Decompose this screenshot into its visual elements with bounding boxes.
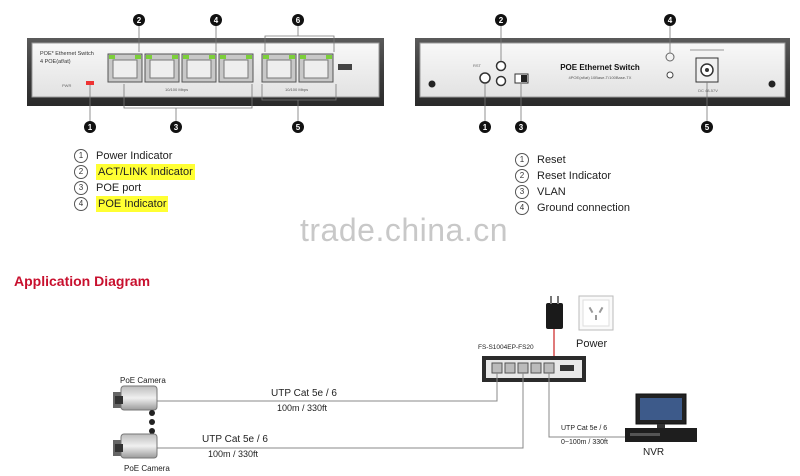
legend-number: 3 — [515, 185, 529, 199]
legend-text: Reset Indicator — [537, 170, 611, 182]
front-callout-5: 5 — [296, 123, 301, 132]
wall-socket — [578, 295, 614, 331]
back-callout-5: 5 — [705, 123, 710, 132]
poe-port-2 — [144, 53, 180, 83]
front-callout-2: 2 — [137, 16, 142, 25]
uplink-port-1 — [261, 53, 297, 83]
back-legend-item: 2 Reset Indicator — [515, 168, 630, 184]
pwr-label: PWR — [62, 83, 71, 88]
nvr-label: NVR — [643, 447, 664, 458]
poe-camera-2 — [113, 433, 158, 459]
camera-label-1: PoE Camera — [120, 376, 166, 385]
legend-number: 4 — [74, 197, 88, 211]
poe-ports: 10/100 Mbps — [107, 53, 254, 92]
back-callout-4: 4 — [668, 16, 673, 25]
uplink-speed-label: 10/100 Mbps — [285, 87, 308, 92]
back-legend-item: 3 VLAN — [515, 184, 630, 200]
back-callouts: 1 2 3 4 5 — [479, 14, 713, 133]
legend-text: Power Indicator — [96, 150, 173, 162]
application-diagram: Power FS-S1004EP-FS20 PoE Camera — [113, 295, 697, 473]
back-legend: 1 Reset 2 Reset Indicator 3 VLAN 4 Ground co… — [515, 152, 630, 216]
poe-port-3 — [181, 53, 217, 83]
ground-screw — [666, 71, 674, 79]
legend-text: Reset — [537, 154, 566, 166]
front-legend-item: 1 Power Indicator — [74, 148, 195, 164]
reset-button — [479, 72, 491, 84]
watermark: trade.china.cn — [300, 212, 509, 248]
power-input-label: DC 48-57V — [698, 88, 718, 93]
front-callout-1: 1 — [88, 123, 93, 132]
more-dot-3 — [149, 428, 155, 434]
switch-device: FS-S1004EP-FS20 — [478, 344, 586, 382]
back-panel-face — [419, 42, 786, 98]
application-diagram-title: Application Diagram — [14, 273, 151, 289]
poe-port-4 — [218, 53, 254, 83]
legend-text: ACT/LINK Indicator — [96, 164, 195, 180]
legend-text: POE Indicator — [96, 196, 169, 212]
cable-2-length: 100m / 330ft — [208, 449, 259, 459]
power-label: Power — [576, 338, 608, 350]
cables — [155, 373, 630, 449]
camera-label-2: PoE Camera — [124, 464, 170, 473]
power-led — [86, 81, 94, 85]
reset-small-label: RST — [473, 63, 482, 68]
front-callout-4: 4 — [214, 16, 219, 25]
poe-port-1 — [107, 53, 143, 83]
more-dot-1 — [149, 410, 155, 416]
back-panel: RST POE Ethernet Switch 4POE(af/at) 10Ba… — [415, 14, 790, 133]
legend-number: 1 — [515, 153, 529, 167]
uplink-port-2 — [298, 53, 334, 83]
front-callout-6: 6 — [296, 16, 301, 25]
front-panel: POE* Ethernet Switch 4 POE(af/at) PWR — [27, 14, 384, 133]
front-legend-item: 4 POE Indicator — [74, 196, 195, 212]
switch-model-label: FS-S1004EP-FS20 — [478, 344, 534, 351]
back-screw-right — [768, 80, 776, 88]
power-adapter — [546, 296, 563, 356]
front-callout-lines — [89, 26, 337, 122]
back-subtitle: 4POE(af/at) 10Base-T/100Base-TX — [569, 75, 632, 80]
back-title: POE Ethernet Switch — [560, 63, 640, 72]
front-brand-line2: 4 POE(af/at) — [40, 59, 71, 65]
back-callout-2: 2 — [499, 16, 504, 25]
front-legend-item: 2 ACT/LINK Indicator — [74, 164, 195, 180]
legend-number: 3 — [74, 181, 88, 195]
more-dot-2 — [149, 419, 155, 425]
cable-2-type: UTP Cat 5e / 6 — [202, 434, 268, 445]
poe-speed-label: 10/100 Mbps — [165, 87, 188, 92]
back-callout-lines — [484, 26, 724, 121]
legend-number: 1 — [74, 149, 88, 163]
back-legend-item: 4 Ground connection — [515, 200, 630, 216]
legend-text: VLAN — [537, 186, 566, 198]
front-callouts: 1 2 3 4 5 6 — [84, 14, 304, 133]
reset-indicator — [495, 60, 507, 72]
back-legend-item: 1 Reset — [515, 152, 630, 168]
uplink-ports: 10/100 Mbps — [261, 53, 352, 92]
cable-3-type: UTP Cat 5e / 6 — [561, 425, 607, 432]
legend-number: 2 — [74, 165, 88, 179]
back-callout-1: 1 — [483, 123, 488, 132]
reset-indicator-lower — [495, 75, 507, 87]
front-legend-item: 3 POE port — [74, 180, 195, 196]
legend-number: 2 — [515, 169, 529, 183]
front-callout-3: 3 — [174, 123, 179, 132]
legend-text: Ground connection — [537, 202, 630, 214]
back-callout-3: 3 — [519, 123, 524, 132]
cable-3-length: 0~100m / 330ft — [561, 439, 608, 446]
back-screw-left — [428, 80, 436, 88]
cable-1-length: 100m / 330ft — [277, 403, 328, 413]
poe-camera-1 — [113, 385, 158, 411]
cable-1-type: UTP Cat 5e / 6 — [271, 388, 337, 399]
legend-text: POE port — [96, 182, 142, 194]
nvr-device — [625, 393, 697, 442]
uplink-badge — [338, 64, 352, 70]
legend-number: 4 — [515, 201, 529, 215]
front-brand-line1: POE* Ethernet Switch — [40, 51, 94, 57]
